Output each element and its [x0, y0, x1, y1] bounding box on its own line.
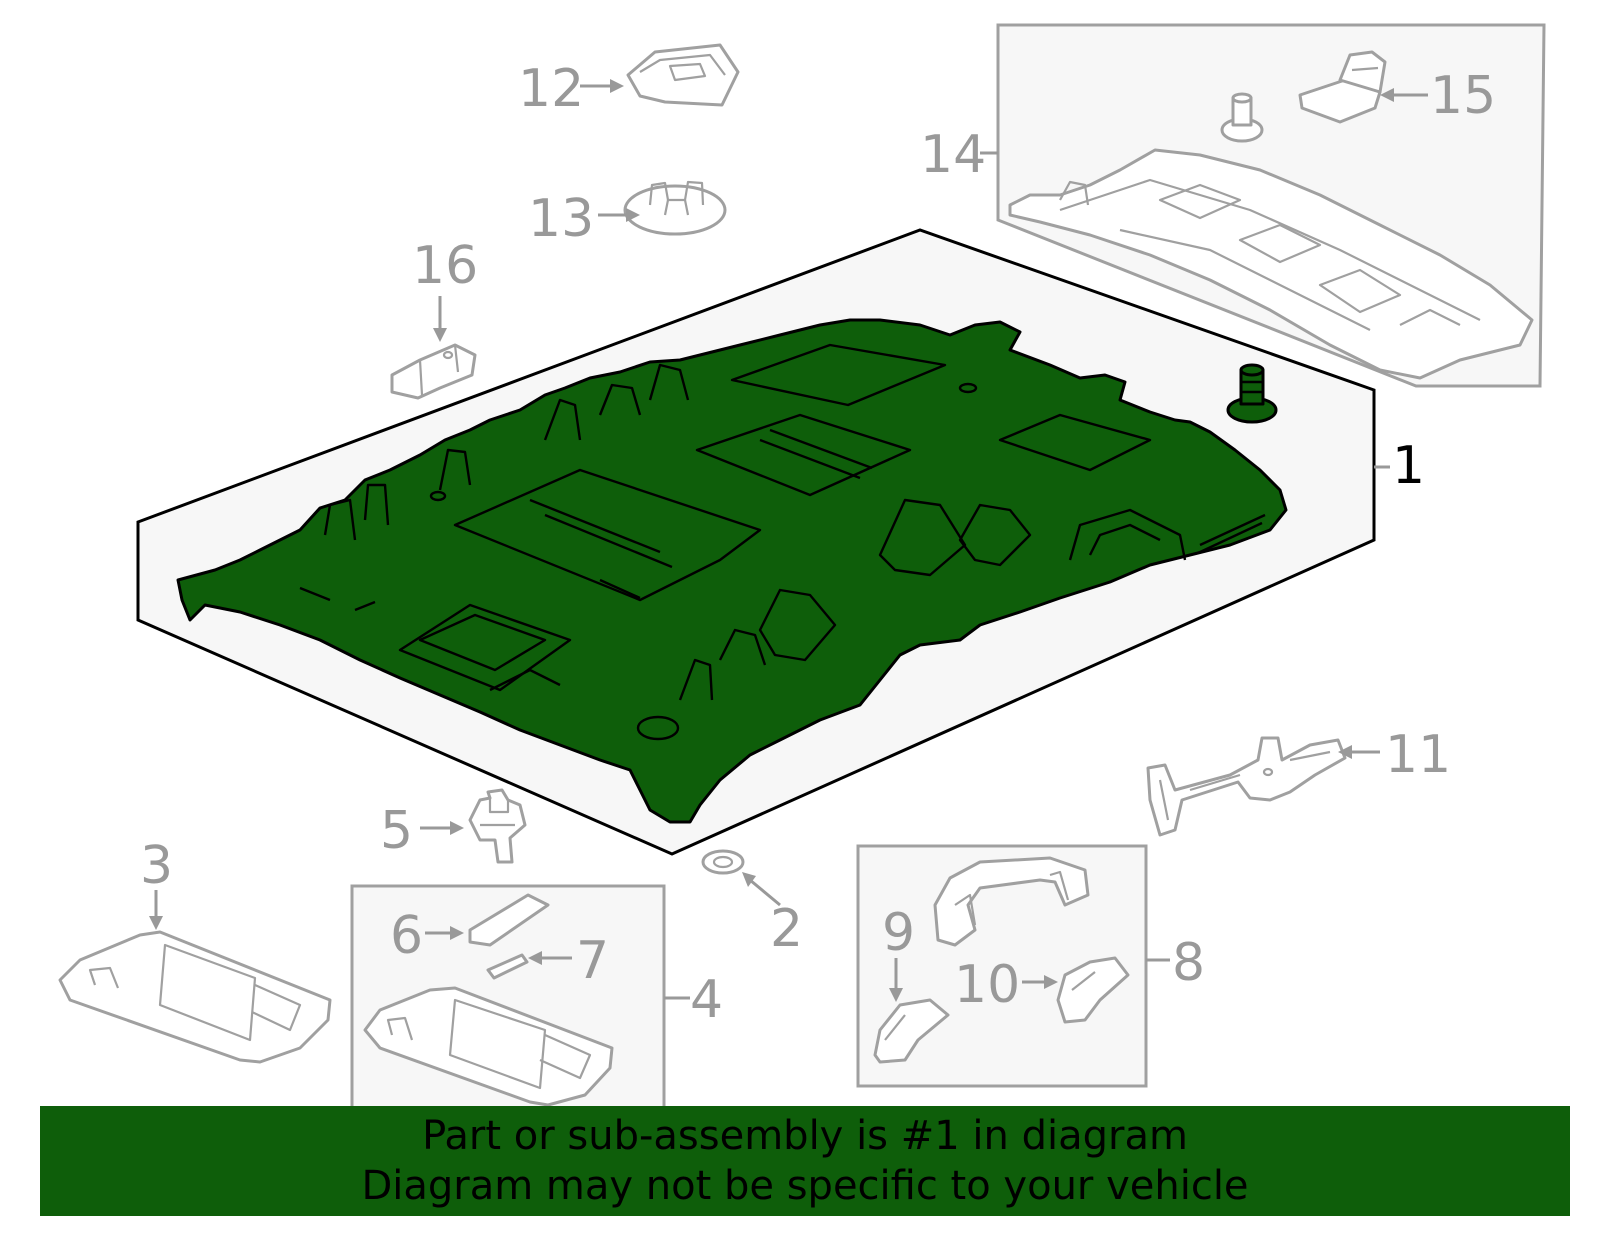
callout-12: 12	[518, 59, 584, 119]
banner-line-1: Part or sub-assembly is #1 in diagram	[422, 1113, 1188, 1159]
banner-line-2: Diagram may not be specific to your vehi…	[361, 1163, 1249, 1209]
callout-9: 9	[882, 903, 915, 963]
callout-5: 5	[380, 801, 413, 861]
bracket-part-11[interactable]	[1146, 736, 1347, 837]
clip-part-15[interactable]	[1298, 50, 1387, 124]
callout-14: 14	[920, 125, 986, 185]
grab-handle-part-8[interactable]	[933, 856, 1090, 947]
callout-11: 11	[1385, 725, 1451, 785]
callout-3: 3	[140, 836, 173, 896]
trim-screw	[1220, 92, 1264, 143]
clip-part-5[interactable]	[468, 788, 527, 864]
callout-8: 8	[1172, 933, 1205, 993]
sun-visor-part-3[interactable]	[58, 930, 332, 1064]
pin-part-7[interactable]	[486, 953, 529, 980]
callout-7: 7	[576, 931, 609, 991]
washer-part-2[interactable]	[701, 849, 745, 875]
mirror-cover-part-6[interactable]	[468, 893, 550, 947]
grommet-part-13[interactable]	[623, 180, 727, 236]
info-banner: Part or sub-assembly is #1 in diagram Di…	[40, 1106, 1570, 1216]
callout-1: 1	[1392, 436, 1425, 496]
banner-background	[40, 1106, 1570, 1216]
bracket-part-16[interactable]	[390, 343, 477, 400]
callout-2: 2	[770, 899, 803, 959]
callout-6: 6	[390, 906, 423, 966]
callout-4: 4	[690, 970, 723, 1030]
sun-visor-part-4[interactable]	[363, 986, 614, 1107]
cover-part-10[interactable]	[1056, 956, 1130, 1024]
clip-part-12[interactable]	[626, 43, 740, 107]
callout-10: 10	[954, 955, 1020, 1015]
headliner-screw	[1226, 363, 1278, 424]
callout-15: 15	[1430, 66, 1496, 126]
callout-16: 16	[412, 236, 478, 296]
cover-part-9[interactable]	[873, 998, 950, 1064]
headliner-part-1[interactable]	[176, 318, 1288, 824]
callout-13: 13	[528, 189, 594, 249]
rear-trim-part-14[interactable]	[1008, 148, 1534, 380]
